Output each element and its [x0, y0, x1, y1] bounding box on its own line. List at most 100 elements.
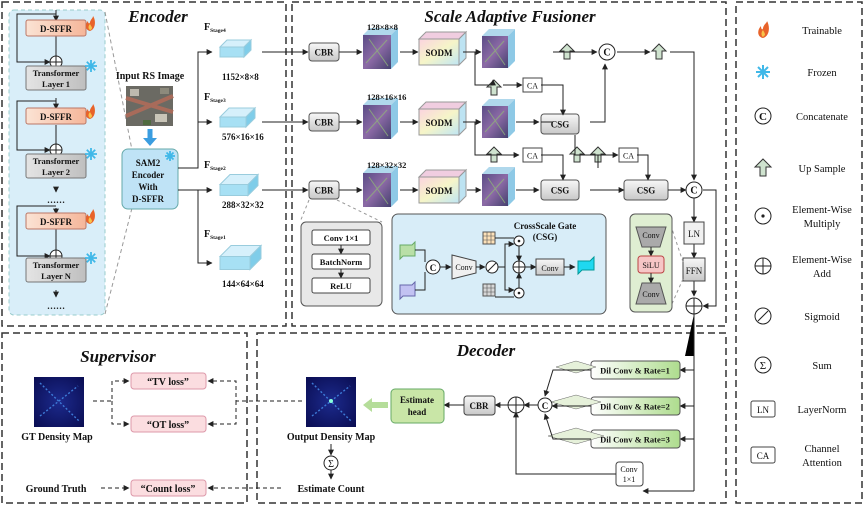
svg-text:Conv: Conv: [642, 290, 659, 299]
stage-feature-cube: [218, 244, 263, 271]
svg-text:Transformer: Transformer: [33, 260, 80, 270]
svg-text:Conv: Conv: [541, 264, 558, 273]
flame-icon: [85, 209, 95, 224]
layernorm-icon: LN: [750, 400, 776, 418]
legend-label: Element-Wise: [792, 205, 852, 216]
sodm-block: SODM: [417, 168, 468, 205]
legend-label: Concatenate: [796, 112, 848, 123]
encoder-title: Encoder: [127, 7, 188, 26]
stage-dims: 1152×8×8: [222, 72, 259, 82]
legend-label: Sigmoid: [804, 312, 840, 323]
svg-text:“TV loss”: “TV loss”: [147, 377, 189, 388]
upsample-icon: [485, 79, 503, 96]
svg-text:Conv: Conv: [455, 263, 472, 272]
stage-dims: 576×16×16: [222, 132, 264, 142]
svg-text:LN: LN: [688, 229, 700, 239]
snowflake-icon: [85, 252, 97, 264]
svg-text:CBR: CBR: [314, 118, 334, 128]
upsample-icon: [753, 158, 773, 177]
feature-map-cube: [482, 99, 515, 138]
svg-text:Conv: Conv: [642, 231, 659, 240]
svg-text:CBR: CBR: [469, 401, 489, 411]
concat-node: [598, 43, 616, 61]
legend-frame: [735, 1, 863, 504]
feature-map-cube: [482, 29, 515, 68]
svg-text:SODM: SODM: [426, 48, 454, 58]
feature-map-cube: [363, 166, 398, 207]
stage-feature-cube: [218, 173, 260, 197]
svg-text:CSG: CSG: [637, 186, 656, 196]
svg-text:Encoder: Encoder: [132, 170, 165, 180]
fusion-dims: 128×32×32: [367, 160, 406, 170]
fusion-dims: 128×16×16: [367, 92, 406, 102]
svg-text:CrossScale Gate: CrossScale Gate: [514, 221, 577, 231]
svg-text:C: C: [690, 186, 697, 197]
svg-text:Dil Conv & Rate=2: Dil Conv & Rate=2: [600, 402, 670, 412]
svg-text:With: With: [138, 182, 157, 192]
ot-loss-box: [130, 415, 207, 433]
feature-map-cube: [482, 167, 515, 206]
stage-label: FStage4: [204, 22, 226, 34]
legend-label: Multiply: [804, 219, 842, 230]
stage-label: FStage2: [204, 160, 226, 172]
svg-text:ReLU: ReLU: [330, 281, 352, 291]
svg-text:C: C: [542, 401, 549, 411]
svg-text:Layer 1: Layer 1: [42, 79, 70, 89]
dsffr-block: [25, 212, 87, 230]
fusion-dims: 128×8×8: [367, 22, 398, 32]
svg-text:Layer 2: Layer 2: [42, 167, 70, 177]
legend-label: LayerNorm: [798, 405, 847, 416]
dsffr-label: D-SFFR: [40, 112, 72, 122]
svg-text:C: C: [430, 263, 437, 273]
layernorm-block: [683, 221, 705, 245]
svg-text:Estimate: Estimate: [400, 395, 434, 405]
transformer-layer-block: [25, 153, 87, 179]
fusioner-frame: [291, 1, 727, 327]
sodm-block: SODM: [417, 30, 468, 67]
svg-text:Ground Truth: Ground Truth: [26, 484, 87, 495]
svg-text:SODM: SODM: [426, 186, 454, 196]
svg-text:“Count loss”: “Count loss”: [141, 484, 196, 495]
dsffr-block: [25, 107, 87, 125]
gt-density-map: [34, 377, 84, 427]
svg-text:SiLU: SiLU: [642, 261, 660, 270]
legend-label: Frozen: [807, 68, 837, 79]
ellipsis: ……: [47, 301, 65, 311]
svg-text:Dil Conv & Rate=3: Dil Conv & Rate=3: [600, 435, 670, 445]
channel-attention-icon: CA: [750, 446, 776, 464]
feature-map-cube: [363, 28, 398, 69]
add-icon: [754, 257, 772, 275]
svg-text:Estimate Count: Estimate Count: [298, 484, 366, 495]
svg-text:SODM: SODM: [426, 118, 454, 128]
cbr-detail-step: [311, 277, 371, 294]
svg-text:FFN: FFN: [686, 266, 703, 276]
svg-text:CA: CA: [623, 152, 634, 161]
transformer-layer-block: [25, 65, 87, 91]
stage-label: FStage1: [204, 229, 226, 241]
stage-feature-cube: [218, 38, 253, 59]
flame-icon: [85, 104, 95, 119]
svg-text:Dil Conv & Rate=1: Dil Conv & Rate=1: [600, 366, 670, 376]
svg-text:Σ: Σ: [328, 459, 334, 470]
count-loss-box: [130, 479, 207, 497]
snowflake-icon: [85, 60, 97, 72]
stage-feature-cube: [218, 106, 257, 129]
legend-label: Channel: [805, 444, 840, 455]
supervisor-title: Supervisor: [80, 347, 156, 366]
legend-label: Trainable: [802, 26, 842, 37]
flame-icon: [758, 21, 769, 38]
sodm-block: SODM: [417, 100, 468, 137]
legend-label: Sum: [812, 361, 831, 372]
ffn-block: [682, 257, 706, 282]
svg-text:Conv 1×1: Conv 1×1: [324, 233, 359, 243]
svg-text:LN: LN: [757, 405, 769, 415]
stage-dims: 288×32×32: [222, 200, 264, 210]
csg-internals: C Conv Conv: [399, 231, 595, 301]
csg-detail-panel: [391, 213, 607, 315]
svg-text:CA: CA: [527, 82, 538, 91]
legend-label: Element-Wise: [792, 255, 852, 266]
flame-icon: [85, 16, 95, 31]
input-image-label: Input RS Image: [116, 71, 185, 82]
